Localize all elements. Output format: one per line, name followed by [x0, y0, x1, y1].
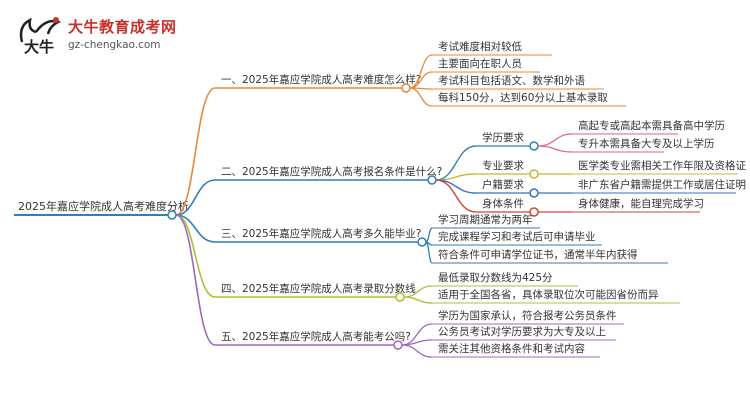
leaf-label: 每科150分，达到60分以上基本录取	[438, 91, 608, 104]
sub-branch-connector	[435, 145, 477, 181]
leaf-connector	[401, 344, 433, 358]
leaf-label: 学习周期通常为两年	[438, 213, 533, 226]
root-label: 2025年嘉应学院成人高考难度分析	[18, 199, 189, 213]
leaf-label: 需关注其他资格条件和考试内容	[438, 342, 585, 355]
sub-branch-node	[529, 188, 539, 198]
branch-node	[395, 292, 405, 302]
branch-connector	[175, 87, 216, 216]
branch-label: 二、2025年嘉应学院成人高考报名条件是什么?	[221, 165, 442, 178]
sub-branch-connector	[435, 179, 477, 194]
leaf-connector	[537, 145, 573, 153]
leaf-connector	[403, 296, 433, 304]
site-logo[interactable]: 大牛 大牛教育成考网 gz-chengkao.com	[16, 12, 176, 58]
leaf-label: 学历为国家承认，符合报考公务员条件	[438, 309, 617, 322]
leaf-label: 考试难度相对较低	[438, 40, 522, 53]
leaf-label: 完成课程学习和考试后可申请毕业	[438, 230, 596, 243]
branch-label: 四、2025年嘉应学院成人高考录取分数线	[221, 282, 416, 295]
leaf-label: 专升本需具备大专及以上学历	[578, 137, 715, 150]
leaf-label: 非广东省户籍需提供工作或居住证明	[578, 178, 746, 191]
sub-branch-label: 户籍要求	[482, 178, 524, 191]
branch-node	[393, 340, 403, 350]
leaf-label: 考试科目包括语文、数学和外语	[438, 74, 585, 87]
leaf-connector	[537, 133, 573, 147]
leaf-label: 高起专或高起本需具备高中学历	[578, 119, 725, 132]
branch-node	[417, 237, 427, 247]
leaf-connector	[409, 87, 433, 107]
sub-branch-node	[529, 169, 539, 179]
leaf-label: 公务员考试对学历要求为大专及以上	[438, 325, 606, 338]
leaf-label: 身体健康，能自理完成学习	[578, 197, 704, 210]
branch-label: 五、2025年嘉应学院成人高考能考公吗?	[221, 330, 411, 343]
branch-node	[401, 83, 411, 93]
logo-url: gz-chengkao.com	[68, 39, 161, 51]
branch-node	[427, 175, 437, 185]
leaf-label: 最低录取分数线为425分	[438, 271, 553, 284]
branch-connector	[175, 179, 216, 216]
sub-branch-node	[529, 141, 539, 151]
leaf-label: 医学类专业需相关工作年限及资格证	[578, 159, 746, 172]
leaf-label: 适用于全国各省，具体录取位次可能因省份而异	[438, 288, 659, 301]
leaf-label: 主要面向在职人员	[438, 57, 522, 70]
ox-logo-icon: 大牛	[19, 17, 62, 56]
logo-title: 大牛教育成考网	[68, 18, 177, 36]
sub-branch-connector	[435, 179, 477, 213]
leaf-label: 符合条件可申请学位证书，通常半年内获得	[438, 248, 638, 261]
branch-connector	[175, 214, 216, 243]
sub-branch-label: 身体条件	[482, 197, 524, 210]
svg-text:大牛: 大牛	[24, 38, 54, 56]
sub-branch-label: 学历要求	[482, 131, 524, 144]
sub-branch-label: 专业要求	[482, 159, 524, 172]
branch-label: 三、2025年嘉应学院成人高考多久能毕业?	[221, 227, 421, 240]
branch-label: 一、2025年嘉应学院成人高考难度怎么样?	[221, 73, 421, 86]
root-node	[167, 210, 177, 220]
leaf-connector	[425, 227, 433, 243]
leaf-connector	[425, 241, 433, 264]
branch-connector	[175, 214, 216, 346]
